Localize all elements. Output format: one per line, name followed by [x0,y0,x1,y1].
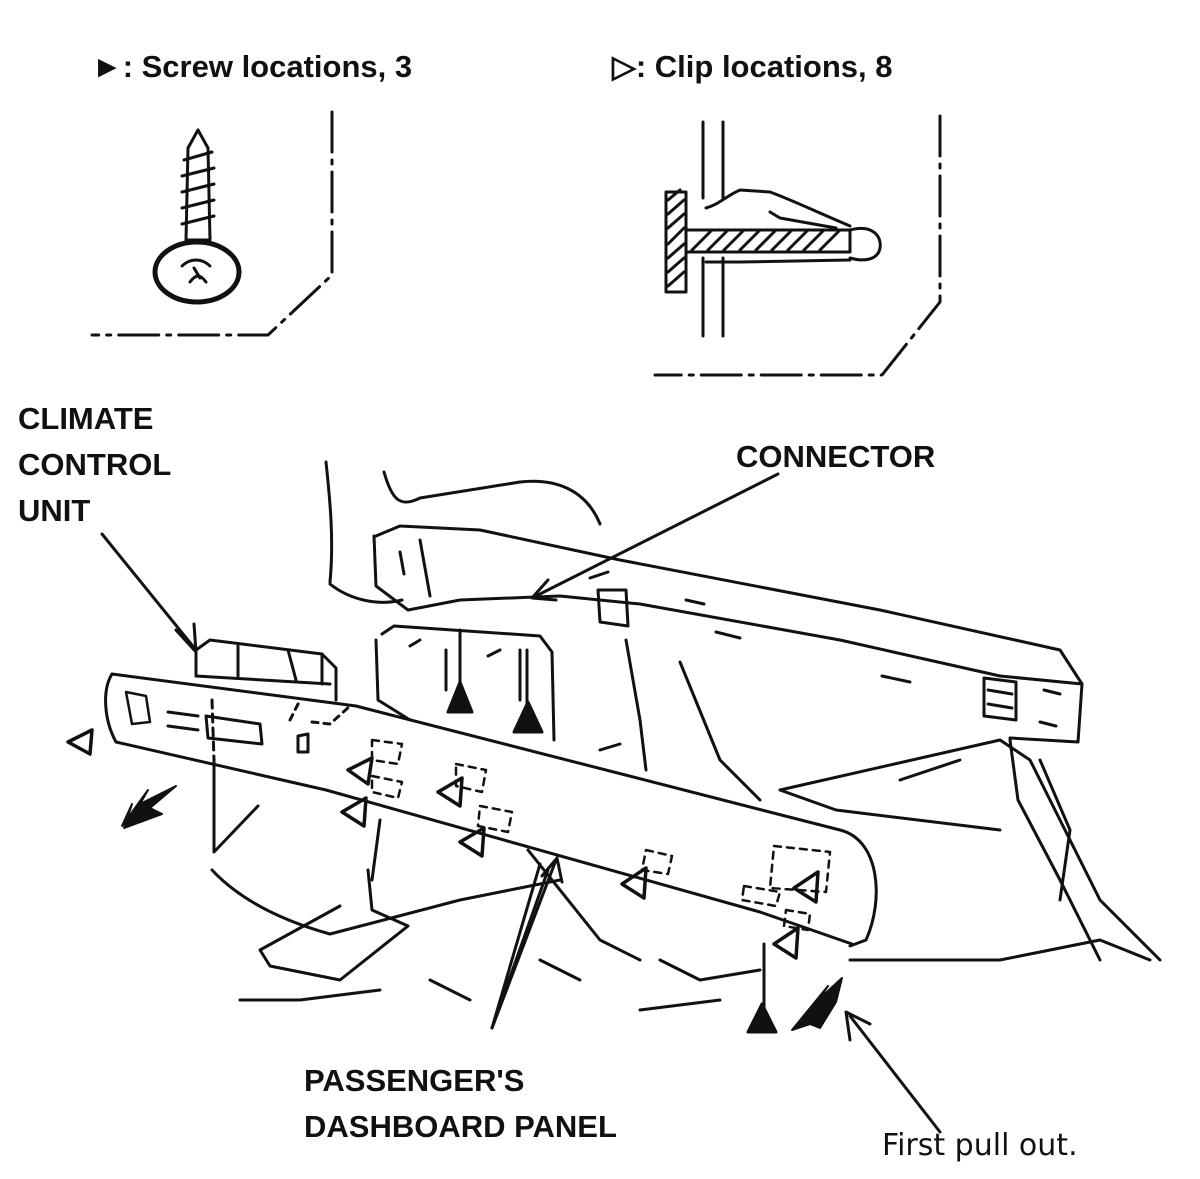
left-pull-arrow [121,785,177,829]
climate-control-unit-label: CLIMATE CONTROL UNIT [18,396,171,534]
passengers-dashboard-panel [104,672,878,948]
screw-marker [746,1002,778,1034]
screw-legend: ►: Screw locations, 3 [92,44,412,90]
screw-symbol: ► [92,49,123,84]
clip-marker [66,728,94,756]
screw-icon [152,128,242,305]
clip-marker [340,796,368,828]
right-pull-arrow [791,977,843,1031]
climate-control-unit-line-1: CLIMATE [18,401,154,436]
passengers-dashboard-panel-label: PASSENGER'S DASHBOARD PANEL [304,1058,617,1150]
screw-marker [512,700,544,734]
clip-legend: ▷: Clip locations, 8 [612,44,893,90]
dashboard-body [210,460,1162,1012]
climate-control-unit-line-3: UNIT [18,493,91,528]
first-pull-out-label: First pull out. [882,1128,1078,1163]
connector-label: CONNECTOR [736,439,936,474]
clip-marker [458,826,486,858]
clip-inset [653,114,942,377]
clip-markers [66,728,820,960]
clip-marker [772,926,800,960]
climate-control-unit [194,638,338,702]
passengers-dashboard-panel-line-1: PASSENGER'S [304,1063,525,1098]
clip-symbol: ▷ [612,49,636,84]
passengers-dashboard-panel-line-2: DASHBOARD PANEL [304,1109,617,1144]
clip-marker [436,776,464,808]
clip-marker [620,866,648,900]
climate-control-unit-line-2: CONTROL [18,447,172,482]
screw-markers [446,628,778,1034]
clip-marker [792,870,820,904]
clip-legend-text: : Clip locations, 8 [635,49,893,84]
screw-inset [90,110,334,337]
screw-marker [446,680,474,714]
leader-lines [100,472,942,1134]
clip-marker [346,756,374,786]
clip-icon [664,120,882,338]
clip-outlines [370,738,832,932]
pull-arrows [121,785,843,1031]
screw-legend-text: : Screw locations, 3 [122,49,413,84]
